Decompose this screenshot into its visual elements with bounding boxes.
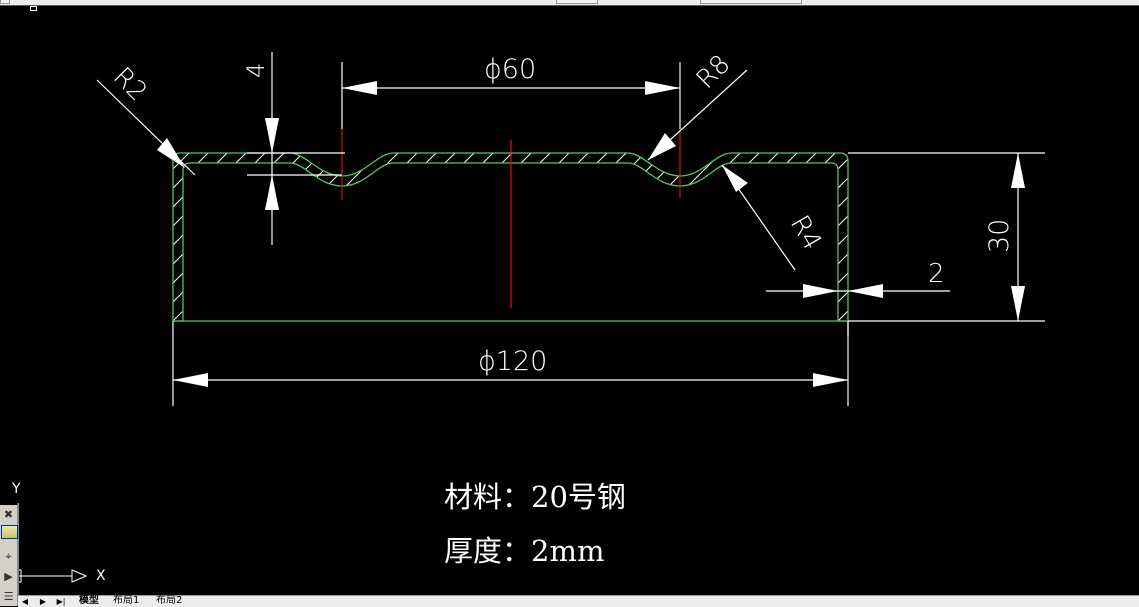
height-label: 30	[984, 219, 1015, 253]
centerlines	[341, 129, 681, 308]
side-toolbar: ✖ ⌖ ▶ ☰	[0, 505, 19, 606]
phi120-label: ϕ120	[478, 346, 547, 377]
layout-tab-bar: ◀ ▶ ▶| 模型 布局1 布局2	[18, 595, 1139, 607]
scroll-left-button[interactable]	[0, 0, 10, 4]
tab-last-button[interactable]: ▶|	[56, 597, 66, 606]
tab-prev-button[interactable]: ◀	[21, 597, 29, 606]
groove-depth-label: 4	[242, 63, 270, 78]
layer-icon[interactable]	[1, 525, 18, 539]
play-icon[interactable]: ▶	[4, 570, 13, 583]
r2-label: R2	[107, 62, 153, 108]
tab-layout1[interactable]: 布局1	[113, 595, 140, 606]
scroll-segment[interactable]	[700, 0, 802, 4]
tab-model[interactable]: 模型	[79, 595, 99, 606]
tab-layout2[interactable]: 布局2	[156, 595, 183, 606]
ucs-icon	[11, 503, 88, 583]
dimensions	[96, 52, 1045, 406]
scroll-thumb[interactable]	[556, 0, 598, 4]
snap-icon[interactable]: ✖	[3, 508, 14, 521]
list-icon[interactable]: ☰	[3, 590, 14, 603]
thickness-note: 厚度：2mm	[444, 534, 605, 568]
properties-icon[interactable]: ⌖	[5, 550, 12, 563]
dimension-text: ϕ60 ϕ120 30 2 4 R2 R8 R4	[107, 49, 1015, 377]
tab-next-button[interactable]: ▶	[39, 597, 47, 606]
ucs-x-label: X	[96, 568, 106, 584]
material-note: 材料：20号钢	[444, 480, 626, 514]
viewport-marker-icon	[30, 6, 37, 11]
r8-label: R8	[691, 49, 737, 95]
divider	[0, 5, 1139, 6]
r4-label: R4	[784, 211, 827, 256]
ucs-y-label: Y	[12, 481, 21, 497]
thickness-label: 2	[928, 259, 945, 289]
phi60-label: ϕ60	[484, 54, 536, 85]
